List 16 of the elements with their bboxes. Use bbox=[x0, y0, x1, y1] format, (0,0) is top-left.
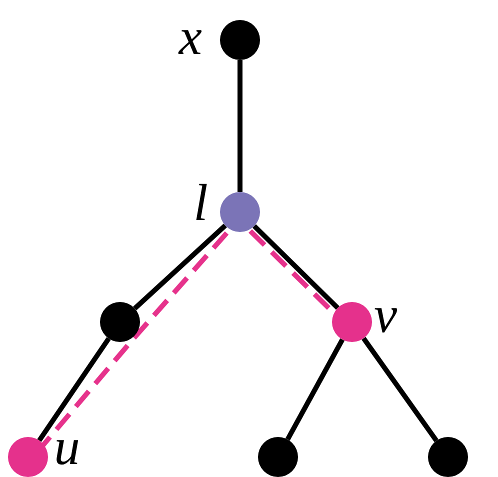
vertex-label: l bbox=[194, 178, 208, 230]
tree-edge bbox=[362, 336, 438, 442]
vertex-label: x bbox=[178, 12, 202, 64]
tree-vertex bbox=[100, 302, 140, 342]
vertex-label: v bbox=[374, 290, 398, 342]
tree-vertex bbox=[220, 192, 260, 232]
tree-vertex bbox=[220, 20, 260, 60]
tree-vertex bbox=[258, 437, 298, 477]
tree-vertex bbox=[428, 437, 468, 477]
tree-edge bbox=[285, 338, 345, 441]
tree-edge bbox=[133, 224, 227, 310]
tree-vertex bbox=[8, 437, 48, 477]
tree-vertex bbox=[332, 302, 372, 342]
tree-edge bbox=[37, 337, 111, 442]
vertex-label: u bbox=[54, 422, 80, 474]
tree-edge bbox=[238, 60, 242, 192]
